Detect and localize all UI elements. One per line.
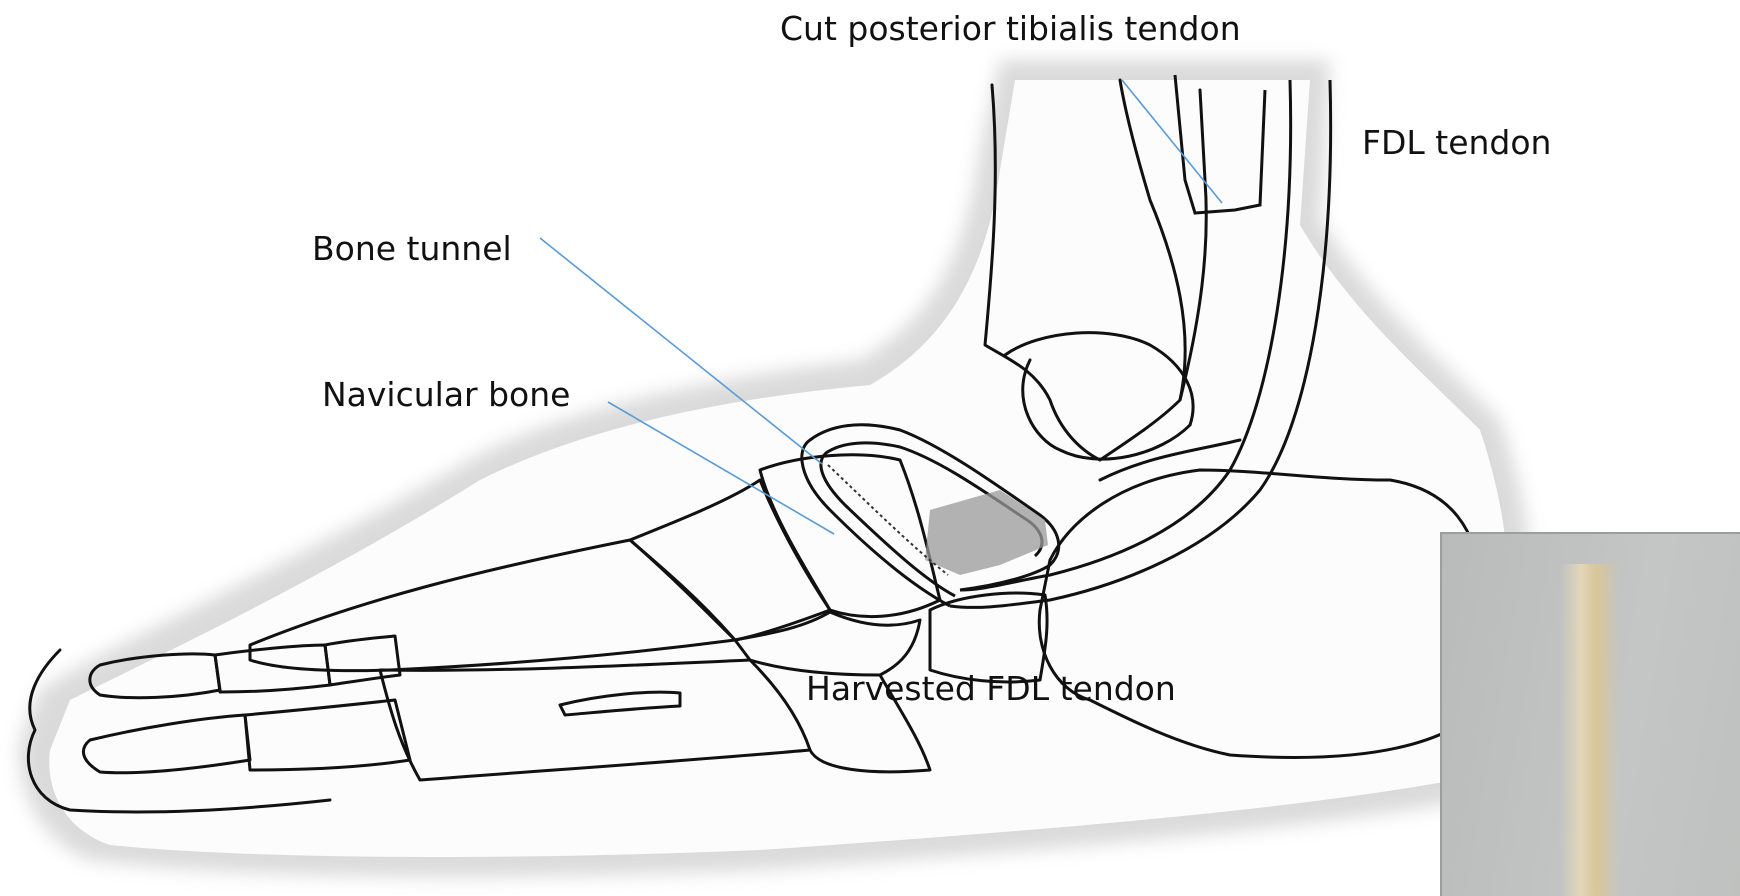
label-cut-posterior-tibialis: Cut posterior tibialis tendon	[780, 12, 1241, 45]
label-navicular-bone: Navicular bone	[322, 378, 570, 411]
inset-specimen	[1560, 564, 1620, 896]
label-harvested-fdl: Harvested FDL tendon	[806, 672, 1176, 705]
photo-inset	[1440, 532, 1740, 896]
label-fdl-tendon: FDL tendon	[1362, 126, 1551, 159]
label-bone-tunnel: Bone tunnel	[312, 232, 512, 265]
